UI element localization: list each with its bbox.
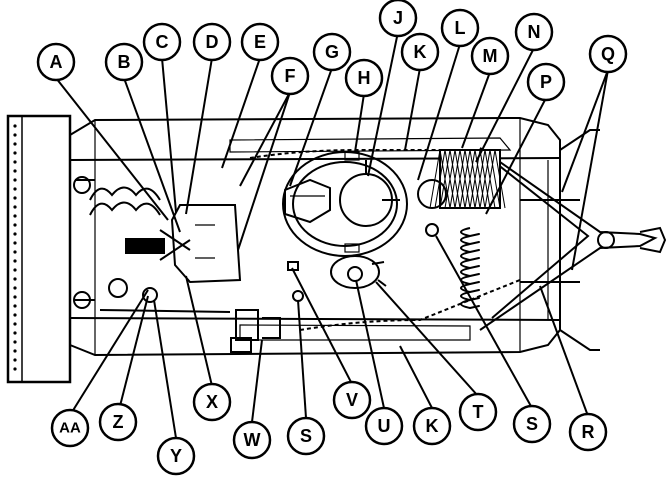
callout-N: N <box>514 12 554 52</box>
svg-text:K: K <box>414 42 427 62</box>
callout-H: H <box>344 58 384 98</box>
front-grille <box>6 114 72 384</box>
callout-K-top: K <box>400 32 440 72</box>
svg-text:S: S <box>300 426 312 446</box>
coil-spring-left <box>89 186 161 216</box>
engine-housing <box>125 204 242 284</box>
callout-S-left: S <box>286 416 326 456</box>
operator-seat <box>284 178 331 224</box>
svg-text:V: V <box>346 390 358 410</box>
svg-text:X: X <box>206 392 218 412</box>
svg-text:C: C <box>156 32 169 52</box>
callout-Z: Z <box>98 402 138 442</box>
callout-V: V <box>332 380 372 420</box>
callout-U: U <box>364 406 404 446</box>
svg-text:A: A <box>50 52 63 72</box>
callout-M: M <box>470 36 510 76</box>
svg-text:Q: Q <box>601 44 615 64</box>
svg-text:W: W <box>244 430 261 450</box>
callout-L: L <box>440 8 480 48</box>
callout-Y: Y <box>156 436 196 476</box>
lower-middle-components <box>230 223 439 353</box>
callout-T: T <box>458 392 498 432</box>
svg-text:B: B <box>118 52 131 72</box>
svg-text:E: E <box>254 32 266 52</box>
callout-D: D <box>192 22 232 62</box>
svg-text:R: R <box>582 422 595 442</box>
svg-text:U: U <box>378 416 391 436</box>
callout-X: X <box>192 382 232 422</box>
callout-J: J <box>378 0 418 38</box>
tow-bar <box>479 129 667 351</box>
svg-text:H: H <box>358 68 371 88</box>
svg-text:M: M <box>483 46 498 66</box>
svg-text:J: J <box>393 8 403 28</box>
central-dome <box>282 151 408 257</box>
svg-text:K: K <box>426 416 439 436</box>
svg-text:T: T <box>473 402 484 422</box>
callout-B: B <box>104 42 144 82</box>
svg-text:Y: Y <box>170 446 182 466</box>
callout-F: F <box>270 56 310 96</box>
svg-text:Z: Z <box>113 412 124 432</box>
svg-text:D: D <box>206 32 219 52</box>
equipment-drawing <box>6 114 667 384</box>
callout-P: P <box>526 62 566 102</box>
svg-text:P: P <box>540 72 552 92</box>
callout-W: W <box>232 420 272 460</box>
svg-text:F: F <box>285 66 296 86</box>
coil-spring-right <box>460 227 480 310</box>
callouts-bottom: AA Z Y X W S V U <box>50 380 608 476</box>
lower-left-mechanism <box>73 176 231 313</box>
leader-lines <box>55 31 609 439</box>
svg-text:G: G <box>325 42 339 62</box>
svg-text:S: S <box>526 414 538 434</box>
callout-G: G <box>312 32 352 72</box>
callouts-top: A B C D E F G H <box>36 0 628 102</box>
svg-text:N: N <box>528 22 541 42</box>
callout-C: C <box>142 22 182 62</box>
callout-S-right: S <box>512 404 552 444</box>
callout-R: R <box>568 412 608 452</box>
callout-Q: Q <box>588 34 628 74</box>
callout-K-bottom: K <box>412 406 452 446</box>
callout-A: A <box>36 42 76 82</box>
svg-text:L: L <box>455 18 466 38</box>
callout-E: E <box>240 22 280 62</box>
callout-AA: AA <box>50 408 90 448</box>
svg-text:AA: AA <box>59 420 81 437</box>
lower-chain-drive <box>299 279 521 331</box>
radiator-block <box>417 149 506 209</box>
